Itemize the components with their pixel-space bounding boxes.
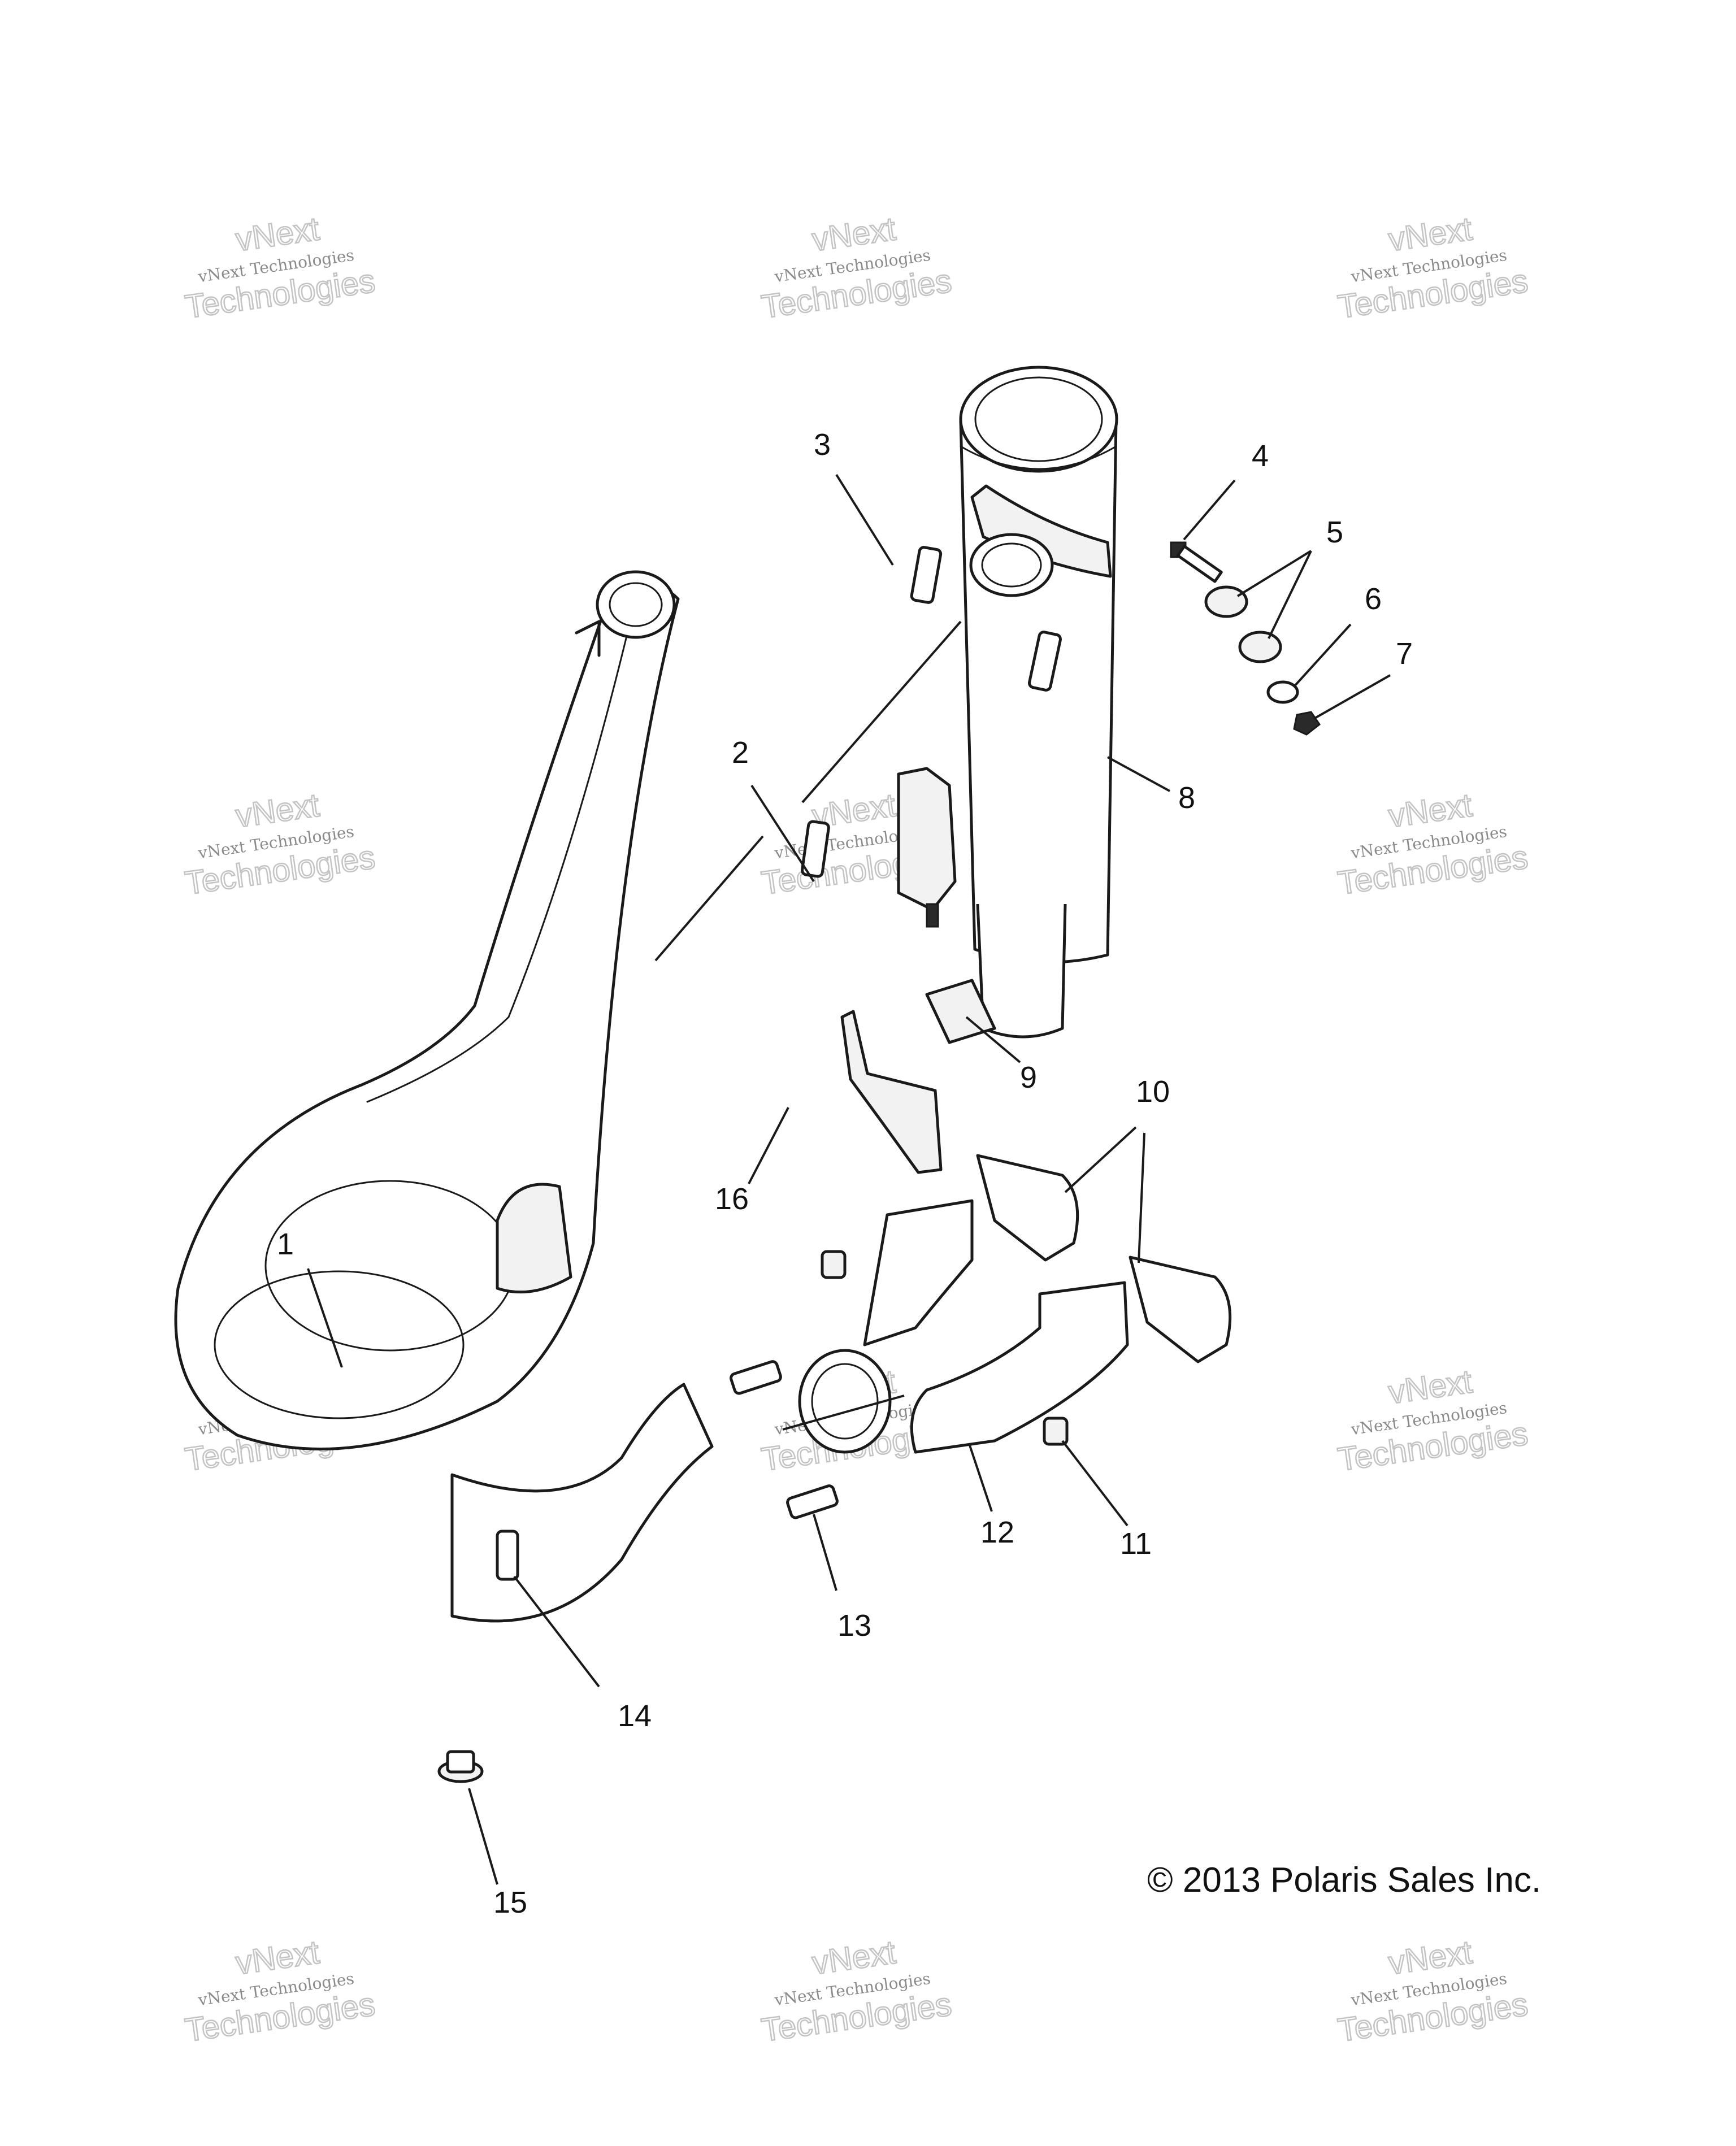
nut-part <box>1293 711 1321 736</box>
watermark-line1: vNext <box>233 1934 322 1982</box>
bolt-part <box>1043 1417 1069 1446</box>
grommet-part <box>1238 631 1282 663</box>
callout-15: 15 <box>493 1886 527 1919</box>
spring-part <box>496 1530 519 1581</box>
callout-11: 11 <box>1120 1527 1152 1561</box>
callout-10: 10 <box>1136 1075 1170 1109</box>
spring-part <box>730 1360 782 1395</box>
callout-4: 4 <box>1252 439 1269 473</box>
spring-part <box>910 546 943 604</box>
gasket-part <box>1129 1256 1232 1363</box>
spring-part <box>801 820 830 878</box>
callout-7: 7 <box>1396 637 1413 671</box>
callout-2: 2 <box>732 736 749 770</box>
bolt-part <box>1170 541 1223 583</box>
watermark-line1: vNext <box>1386 787 1474 835</box>
watermark-line1: vNext <box>233 787 322 835</box>
spring-part <box>786 1484 839 1519</box>
watermark-line1: vNext <box>1386 210 1474 258</box>
watermark-line1: vNext <box>810 210 898 258</box>
washer-part <box>1266 680 1299 704</box>
callout-6: 6 <box>1365 582 1382 616</box>
watermark-line1: vNext <box>1386 1363 1474 1411</box>
grommet-part <box>1204 585 1248 618</box>
gasket-part <box>976 1154 1079 1262</box>
bracket-part <box>840 1010 943 1174</box>
watermark-line1: vNext <box>810 1934 898 1982</box>
callout-3: 3 <box>814 428 831 462</box>
leader-lines <box>307 473 1391 1885</box>
callout-1: 1 <box>277 1227 294 1261</box>
plug-part <box>437 1750 484 1783</box>
callout-labels: 1 2 3 4 5 6 7 8 9 10 11 12 13 14 15 16 <box>277 428 1413 1919</box>
callout-16: 16 <box>715 1182 749 1216</box>
copyright-text: © 2013 Polaris Sales Inc. <box>1147 1861 1541 1900</box>
callout-8: 8 <box>1178 781 1195 815</box>
callout-14: 14 <box>618 1699 652 1733</box>
watermark-line1: vNext <box>233 210 322 258</box>
callout-5: 5 <box>1326 515 1343 549</box>
watermark-line1: vNext <box>1386 1934 1474 1982</box>
muffler-part <box>897 366 1118 1039</box>
y-manifold-part <box>798 1199 1129 1454</box>
callout-9: 9 <box>1020 1061 1037 1094</box>
bolt-part <box>821 1250 847 1279</box>
callout-12: 12 <box>980 1515 1014 1549</box>
callout-13: 13 <box>837 1609 871 1643</box>
